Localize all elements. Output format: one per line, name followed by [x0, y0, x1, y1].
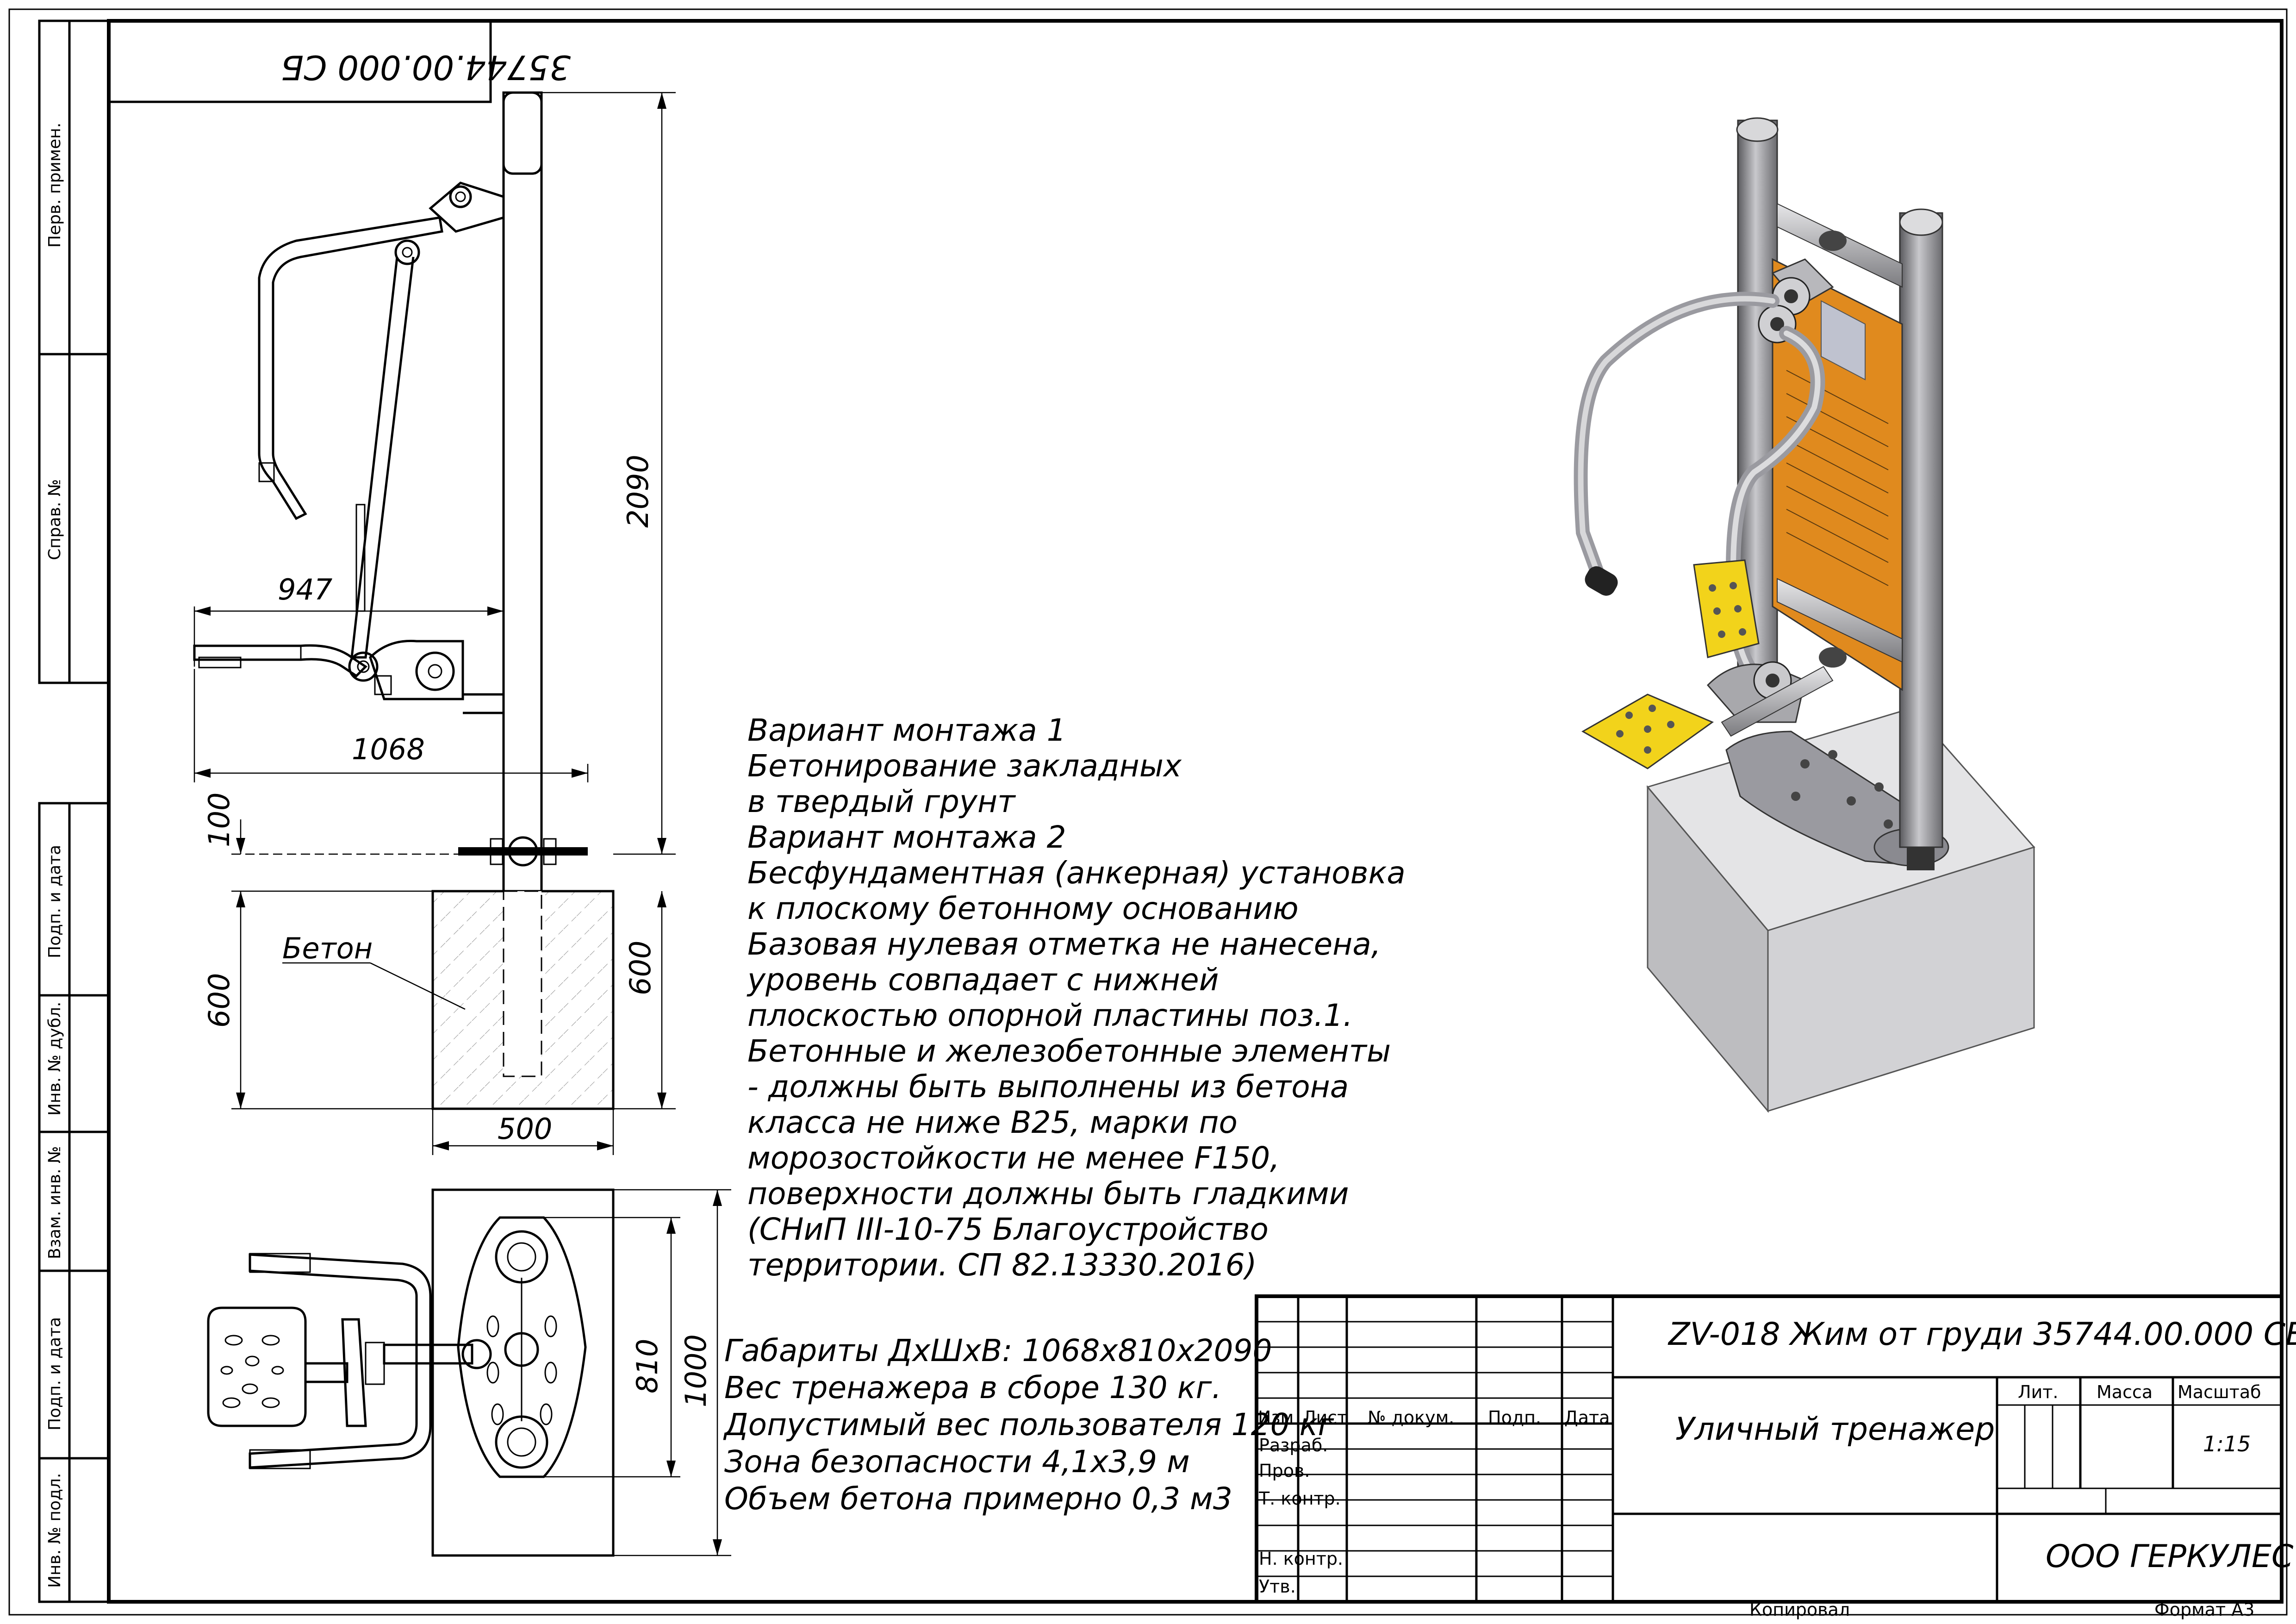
col-list: Лист	[1303, 1407, 1347, 1428]
mounting-notes: Вариант монтажа 1 Бетонирование закладны…	[747, 712, 1406, 1283]
note-line: плоскостью опорной пластины поз.1.	[747, 998, 1353, 1033]
dim-100: 100	[202, 793, 236, 847]
dim-947: 947	[278, 573, 332, 606]
side-label-inv-podl: Инв. № подл.	[45, 1473, 64, 1588]
note-line: морозостойкости не менее F150,	[747, 1140, 1280, 1176]
spec-line: Допустимый вес пользователя 120 кг	[723, 1407, 1334, 1443]
spec-line: Объем бетона примерно 0,3 м3	[724, 1481, 1232, 1517]
note-line: Базовая нулевая отметка не нанесена,	[747, 926, 1381, 962]
dim-500: 500	[498, 1112, 552, 1146]
dim-600-right: 600	[623, 941, 657, 995]
stamp-box	[107, 19, 492, 103]
note-line: Бетонные и железобетонные элементы	[747, 1033, 1391, 1069]
col-izm: Изм	[1258, 1407, 1294, 1428]
stamp-rotated-text: 35744.00.000 СБ	[281, 48, 571, 87]
title-doc: ZV-018 Жим от груди 35744.00.000 СБ	[1668, 1316, 2296, 1353]
note-line: Бесфундаментная (анкерная) установка	[747, 855, 1406, 891]
lit-label: Лит.	[2018, 1382, 2059, 1402]
row-tkontr: Т. контр.	[1258, 1488, 1341, 1509]
title-block	[1255, 1294, 2284, 1604]
plan-dimensions	[544, 1189, 731, 1556]
copied-label: Копировал	[1749, 1599, 1850, 1620]
spec-line: Зона безопасности 4,1х3,9 м	[724, 1444, 1190, 1480]
side-elevation-view	[193, 91, 615, 1110]
note-line: уровень совпадает с нижней	[747, 962, 1219, 998]
plan-view	[207, 1188, 615, 1557]
dim-2090: 2090	[621, 455, 655, 528]
title-company: ООО ГЕРКУЛЕС	[2046, 1538, 2294, 1575]
note-line: Вариант монтажа 2	[747, 819, 1066, 855]
note-line: к плоскому бетонному основанию	[747, 891, 1299, 926]
col-podp: Подп.	[1488, 1407, 1541, 1428]
spec-line: Вес тренажера в сборе 130 кг.	[724, 1370, 1221, 1405]
sheet-border	[8, 8, 2288, 1616]
note-line: (СНиП III-10-75 Благоустройство	[747, 1212, 1269, 1247]
label-concrete: Бетон	[282, 931, 373, 965]
format-label: Формат А3	[2154, 1599, 2254, 1620]
row-prov: Пров.	[1259, 1461, 1310, 1481]
row-razrab: Разраб.	[1259, 1435, 1328, 1455]
dim-810: 810	[630, 1339, 664, 1393]
side-label-podp1: Подп. и дата	[45, 845, 64, 958]
spec-notes: Габариты ДхШхВ: 1068х810х2090 Вес тренаж…	[723, 1333, 1334, 1517]
spec-line: Габариты ДхШхВ: 1068х810х2090	[724, 1333, 1272, 1368]
note-line: - должны быть выполнены из бетона	[747, 1069, 1349, 1105]
note-line: в твердый грунт	[747, 784, 1016, 819]
note-line: Бетонирование закладных	[747, 748, 1182, 784]
left-side-strip	[38, 19, 110, 1603]
row-utv: Утв.	[1259, 1576, 1296, 1597]
dim-1000: 1000	[679, 1334, 713, 1407]
col-date: Дата	[1564, 1407, 1610, 1428]
side-label-inv-dubl: Инв. № дубл.	[45, 1002, 64, 1116]
col-doc: № докум.	[1368, 1407, 1454, 1428]
dim-600-left: 600	[202, 973, 236, 1028]
isometric-render	[1574, 117, 2035, 1113]
row-nkontr: Н. контр.	[1259, 1549, 1343, 1569]
dim-1068: 1068	[352, 732, 425, 766]
note-line: территории. СП 82.13330.2016)	[747, 1247, 1257, 1283]
elevation-dimensions	[193, 92, 676, 1155]
note-line: поверхности должны быть гладкими	[747, 1176, 1349, 1212]
note-line: Вариант монтажа 1	[747, 712, 1066, 748]
scale-label: Масштаб	[2178, 1382, 2261, 1402]
note-line: класса не ниже В25, марки по	[747, 1105, 1238, 1140]
side-label-podp2: Подп. и дата	[45, 1317, 64, 1430]
side-label-perv: Перв. примен.	[45, 123, 64, 248]
title-product: Уличный тренажер	[1675, 1411, 1995, 1448]
mass-label: Масса	[2097, 1382, 2153, 1402]
scale-value: 1:15	[2203, 1431, 2251, 1456]
side-label-vzam: Взам. инв. №	[45, 1146, 64, 1259]
side-label-sprav: Справ. №	[45, 479, 64, 560]
